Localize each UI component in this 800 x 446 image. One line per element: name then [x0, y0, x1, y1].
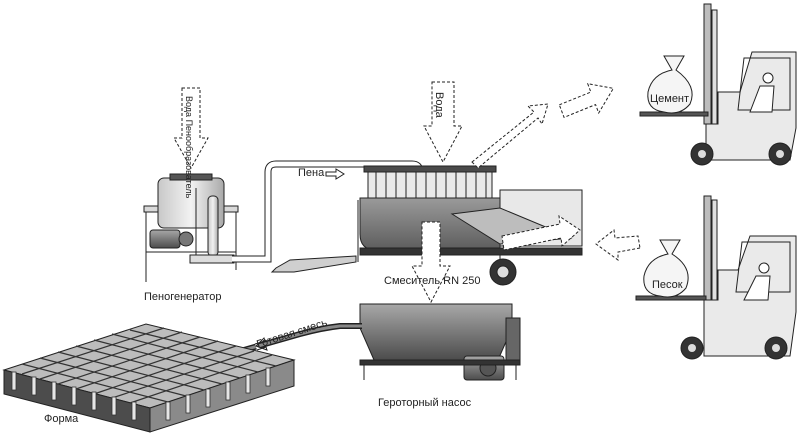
ready-mix-label: Готовая смесь	[255, 317, 329, 351]
ready-mix-arrow	[254, 337, 268, 351]
sand-label: Песок	[652, 279, 683, 291]
mold-grid	[2, 323, 296, 433]
cement-arrows	[471, 83, 615, 169]
mixer-outlet-arrow	[411, 221, 451, 304]
mixer-label: Смеситель RN 250	[384, 275, 480, 287]
foam-label: Пена	[298, 167, 325, 179]
gerotor-pump	[243, 303, 521, 381]
foam-generator	[143, 87, 239, 282]
mold-label: Форма	[44, 413, 79, 425]
water-foaming-agent-label: Вода Пенообразователь	[184, 96, 194, 199]
foam-arrow	[325, 168, 345, 180]
sand-arrows	[501, 214, 641, 261]
water-arrow	[423, 81, 463, 164]
water-foaming-agent-arrow	[173, 87, 209, 170]
mixer-rn-250	[270, 81, 583, 304]
gerotor-pump-label: Героторный насос	[378, 397, 472, 409]
cement-label: Цемент	[650, 93, 689, 105]
foam-generator-label: Пеногенератор	[144, 291, 221, 303]
forklift-sand	[635, 195, 797, 360]
forklift-cement	[639, 3, 797, 166]
water-label: Вода	[433, 92, 445, 119]
